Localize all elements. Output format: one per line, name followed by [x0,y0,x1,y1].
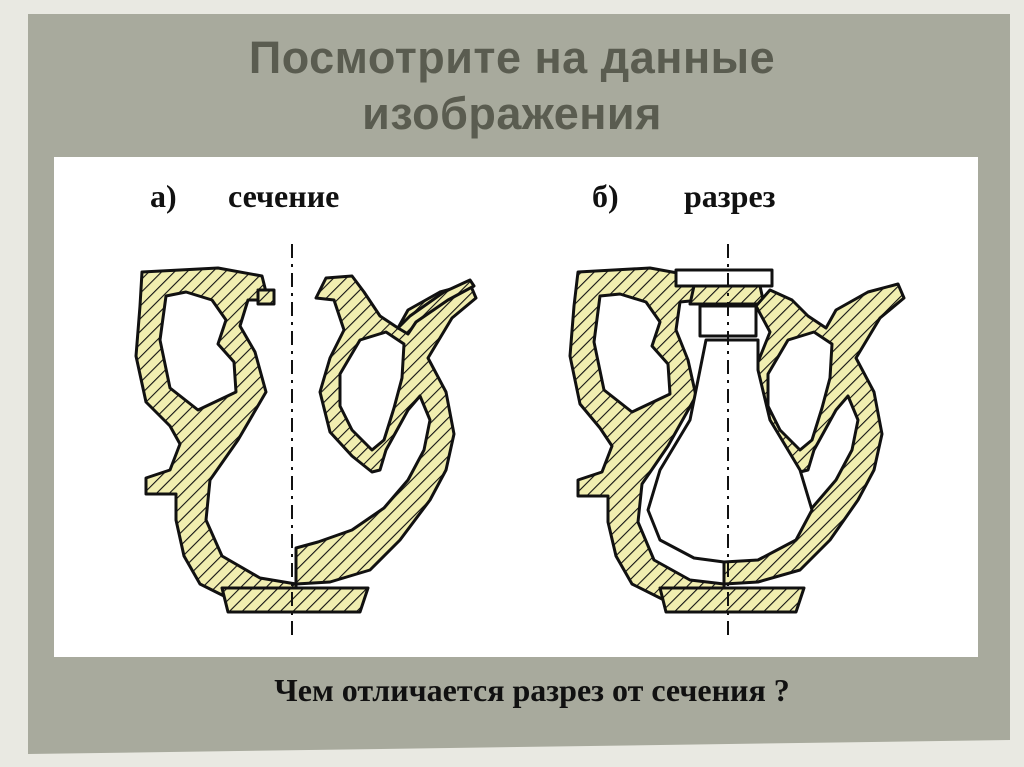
title-line-2: изображения [362,88,662,139]
figure-a-spout [396,278,476,336]
figure-a-left-shell [134,266,298,602]
figure-b-marker: б) [592,178,619,214]
figure-a-lid-left [256,288,276,306]
figure-b-interior [646,338,814,564]
figure-b-right-shell [722,282,906,586]
figure-b-label: разрез [684,178,776,214]
figure-a-base [220,586,370,614]
title-line-1: Посмотрите на данные [248,32,776,83]
question-text: Чем отличается разрез от сечения ? [274,672,790,708]
figure-a-right-shell [294,274,478,586]
figure-b-base [658,586,806,614]
figure-a-marker: а) [150,178,177,214]
figure-a-label: сечение [228,178,340,214]
figure-b-lid-top [674,268,774,288]
slide-title: Посмотрите на данные изображения [0,30,1024,142]
figure-a-section-drawing [134,244,478,640]
figure-b-cut-drawing [568,244,906,640]
